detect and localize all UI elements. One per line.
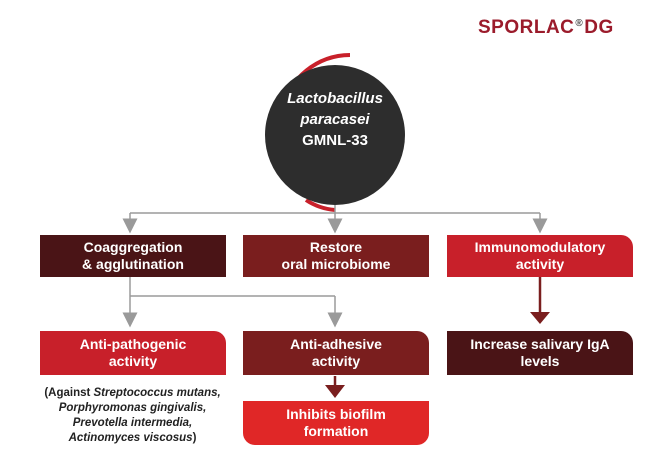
restore-microbiome-box: Restore oral microbiome [243,235,429,277]
anti-pathogenic-label-line1: Anti-pathogenic [79,336,187,352]
anti-adhesive-label-line1: Anti-adhesive [290,336,382,352]
salivary-iga-label-line2: levels [520,353,560,369]
note-line2: Porphyromonas gingivalis, [58,402,207,414]
coaggregation-label-line1: Coaggregation [83,239,183,255]
coaggregation-label-line2: & agglutination [82,256,184,272]
hub-strain: GMNL-33 [302,132,368,149]
immunomodulatory-box: Immunomodulatory activity [447,235,633,277]
restore-label-line1: Restore [309,239,363,255]
brand-logo: SPORLAC®DG [478,17,614,39]
hub-circle [265,65,405,205]
logo-text-left: SPORLAC [478,17,575,38]
hub-label: Lactobacillus paracasei GMNL-33 [265,88,405,151]
note-line4: Actinomyces viscosus [68,432,193,444]
note-prefix: (Against [44,387,94,399]
biofilm-label-line1: Inhibits biofilm [286,406,386,422]
biofilm-box: Inhibits biofilm formation [243,401,429,445]
note-line3: Prevotella intermedia, [72,417,193,429]
anti-adhesive-box: Anti-adhesive activity [243,331,429,375]
hub-genus: Lactobacillus [287,90,383,107]
immunomodulatory-label-line1: Immunomodulatory [474,239,606,255]
pathogen-note: (Against Streptococcus mutans, Porphyrom… [40,386,225,446]
note-suffix: ) [192,432,197,444]
restore-label-line2: oral microbiome [281,256,391,272]
anti-pathogenic-box: Anti-pathogenic activity [40,331,226,375]
anti-pathogenic-label-line2: activity [108,353,158,369]
salivary-iga-label-line1: Increase salivary IgA [470,336,610,352]
coaggregation-box: Coaggregation & agglutination [40,235,226,277]
logo-separator: ® [575,17,584,29]
salivary-iga-box: Increase salivary IgA levels [447,331,633,375]
note-line1: Streptococcus mutans, [93,387,221,399]
hub-arc-bottom [304,198,336,212]
anti-adhesive-label-line2: activity [311,353,361,369]
biofilm-label-line2: formation [303,423,369,439]
immunomodulatory-label-line2: activity [515,256,565,272]
hub-species: paracasei [300,111,370,128]
logo-text-right: DG [584,17,614,38]
